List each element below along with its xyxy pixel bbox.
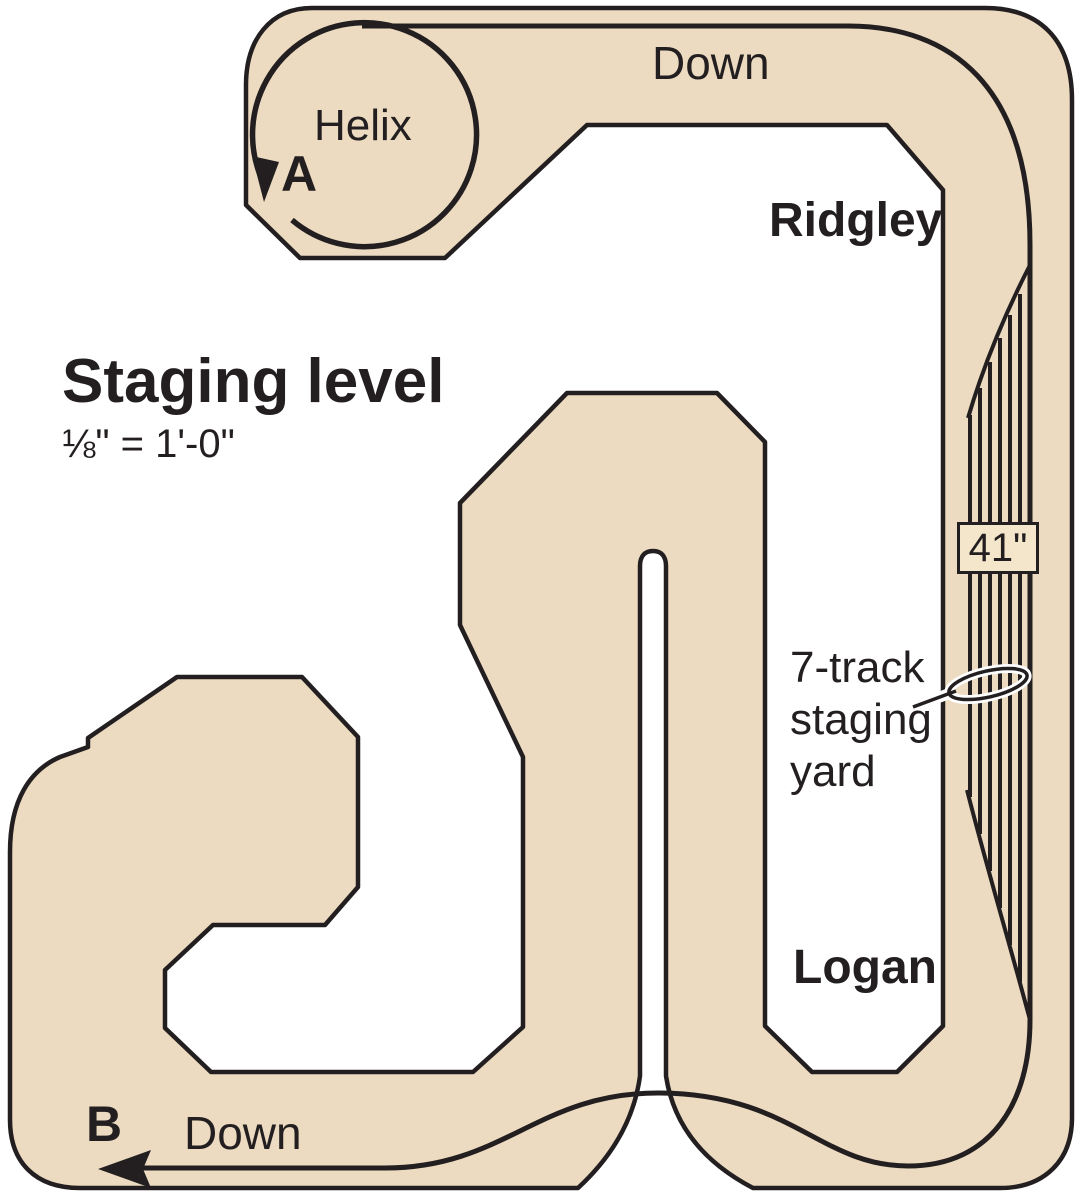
yard-callout [912, 666, 1029, 709]
helix-track-loop [249, 19, 480, 250]
track-b-arrowhead [98, 1150, 151, 1188]
staging-yard-tracks [965, 264, 1032, 1021]
benchwork-shape [7, 5, 1075, 1191]
helix-arrowhead [252, 156, 279, 202]
connection-point-a: A [281, 146, 318, 202]
staging-yard-label: 7-track staging yard [790, 643, 932, 796]
height-badge: 41" [957, 522, 1039, 574]
helix-label: Helix [314, 101, 412, 150]
yard-ladder-bottom [965, 789, 1032, 1021]
grade-label-down-top: Down [652, 37, 770, 89]
yard-ladder-top [966, 264, 1032, 419]
grade-label-down-bottom: Down [184, 1107, 302, 1159]
page-title: Staging level [62, 347, 445, 416]
main-track-line [118, 23, 1033, 1171]
yard-callout-loop [947, 666, 1029, 702]
station-label-logan: Logan [793, 941, 937, 994]
drawing-scale: ⅛" = 1'-0" [62, 422, 235, 466]
connection-point-b: B [86, 1096, 123, 1152]
station-label-ridgley: Ridgley [769, 194, 943, 247]
